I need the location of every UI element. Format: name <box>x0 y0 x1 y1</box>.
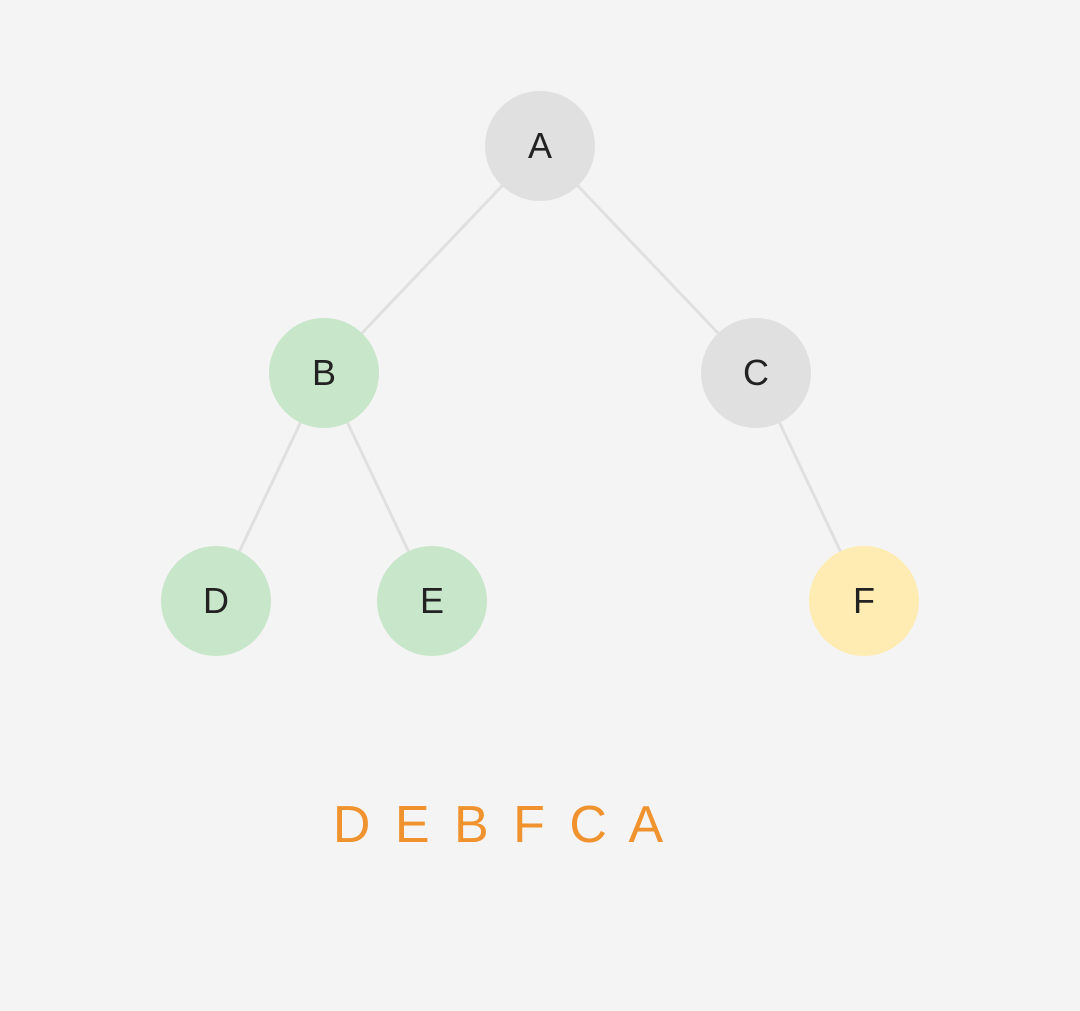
node-label-c: C <box>743 352 769 393</box>
tree-node-b: B <box>269 318 379 428</box>
node-label-b: B <box>311 352 336 393</box>
tree-node-e: E <box>377 546 487 656</box>
traversal-sequence: D E B F C A <box>332 796 668 854</box>
tree-node-d: D <box>161 546 271 656</box>
node-label-f: F <box>853 580 875 621</box>
tree-node-f: F <box>809 546 919 656</box>
node-label-a: A <box>527 125 552 166</box>
tree-node-c: C <box>701 318 811 428</box>
node-label-d: D <box>203 580 229 621</box>
node-label-e: E <box>419 580 444 621</box>
tree-node-a: A <box>485 91 595 201</box>
